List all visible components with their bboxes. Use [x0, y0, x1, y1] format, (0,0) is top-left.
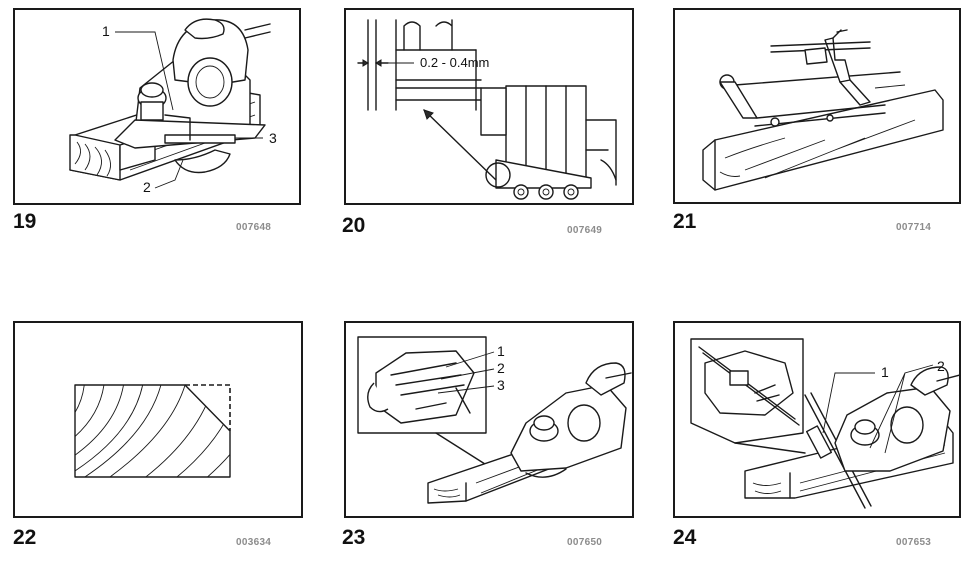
figure-24-panel: 1 2 — [673, 321, 961, 518]
figure-20-panel: 0.2 - 0.4mm — [344, 8, 634, 205]
figure-19-panel: 1 3 2 — [13, 8, 301, 205]
figure-23-callout-2: 2 — [497, 360, 505, 376]
figure-24-number: 24 — [673, 526, 697, 549]
chamfer-guide-illustration — [357, 336, 632, 504]
blade-clearance-detail — [357, 19, 617, 200]
figure-23-code: 007650 — [567, 537, 603, 548]
figure-22-panel — [13, 321, 303, 518]
figure-21-number: 21 — [673, 210, 697, 233]
figure-23-callout-1: 1 — [497, 343, 505, 359]
figure-19-callout-3: 3 — [269, 130, 277, 146]
planer-rebate-illustration — [69, 18, 271, 189]
figure-22-number: 22 — [13, 526, 37, 549]
figure-22-code: 003634 — [236, 537, 272, 548]
figure-19-number: 19 — [13, 210, 37, 233]
figure-23-callout-3: 3 — [497, 377, 505, 393]
figure-24-callout-2: 2 — [937, 358, 945, 374]
figure-24-callout-1: 1 — [881, 364, 889, 380]
figure-20-number: 20 — [342, 214, 366, 237]
figure-19-code: 007648 — [236, 222, 272, 233]
figure-23-number: 23 — [342, 526, 366, 549]
guide-fence-illustration — [690, 338, 959, 509]
chamfer-cross-section — [74, 384, 231, 478]
figure-19-callout-2: 2 — [143, 179, 151, 195]
figure-24-code: 007653 — [896, 537, 932, 548]
figure-21-code: 007714 — [896, 222, 932, 233]
figure-21-panel — [673, 8, 961, 204]
figure-23-panel: 1 2 3 — [344, 321, 634, 518]
edge-fence-illustration — [702, 29, 944, 191]
figure-19-callout-1: 1 — [102, 23, 110, 39]
clearance-measurement: 0.2 - 0.4mm — [420, 55, 490, 70]
figure-20-code: 007649 — [567, 225, 603, 236]
